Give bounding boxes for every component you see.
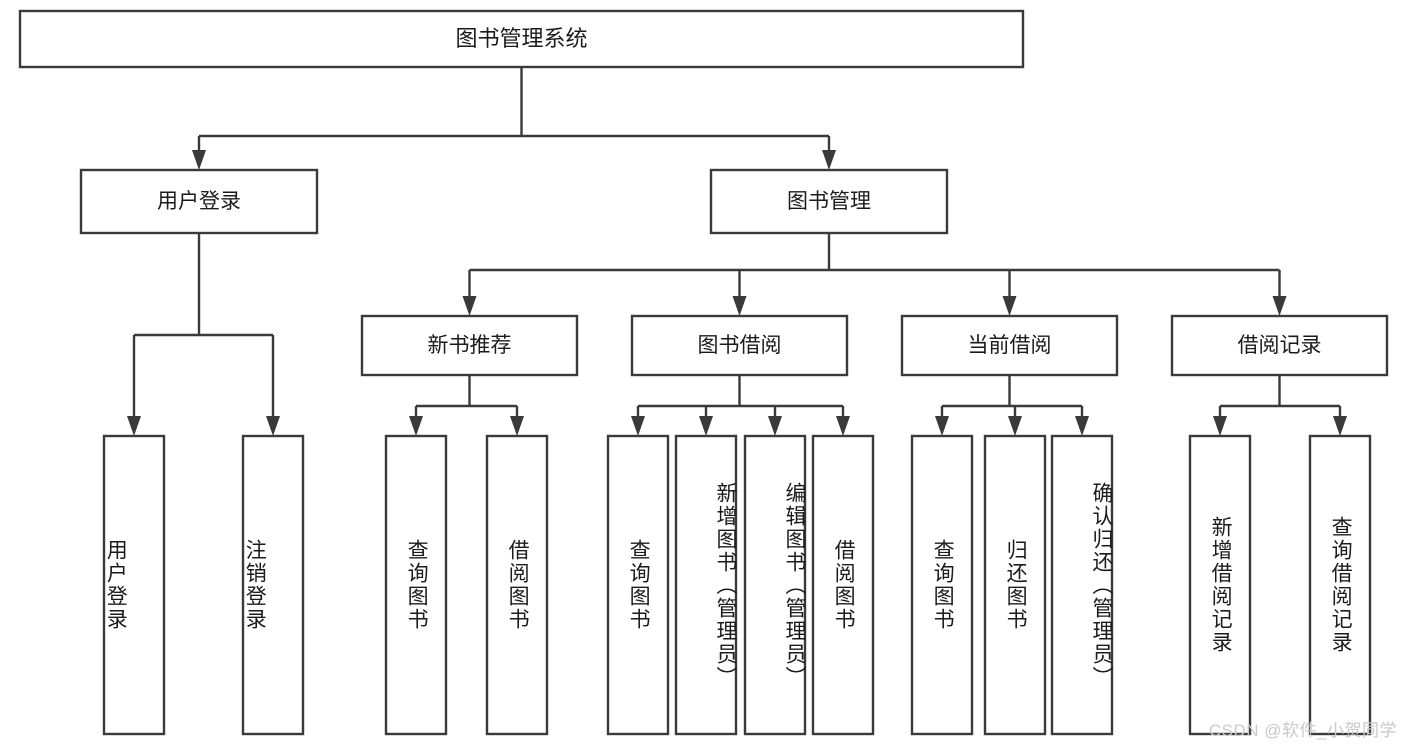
edge-new-book-arrow-0 [409, 416, 423, 436]
node-box-root [18, 9, 1025, 69]
edge-borrow-record-arrow-1 [1333, 416, 1347, 436]
node-label-root: 图书管理系统 [455, 26, 587, 51]
edge-layer [127, 67, 1347, 436]
node-label-level3-1: 图书借阅 [698, 334, 782, 357]
arrow-level2-1-to-level3-1 [732, 296, 747, 316]
edge-book-borrow-arrow-0 [631, 416, 645, 436]
edge-current-borrow-arrow-0 [935, 416, 949, 436]
node-leaf-box-5 [674, 434, 738, 736]
edge-user-login-arrow-1 [266, 416, 280, 436]
node-box-level3-3 [1170, 314, 1389, 377]
node-leaf-box-0 [102, 434, 166, 736]
node-leaf-box-9 [983, 434, 1047, 736]
node-leaf-box-8 [910, 434, 974, 736]
edge-borrow-record-arrow-0 [1213, 416, 1227, 436]
node-leaf-box-7 [811, 434, 875, 736]
node-label-level2-1: 图书管理 [787, 190, 871, 213]
node-box-level3-0 [360, 314, 579, 377]
edge-book-borrow-arrow-1 [699, 416, 713, 436]
arrow-root-to-level2-1 [822, 150, 836, 170]
edge-book-borrow-arrow-2 [768, 416, 782, 436]
edge-book-borrow-arrow-3 [836, 416, 850, 436]
node-leaf-box-6 [743, 434, 807, 736]
edge-new-book-arrow-1 [510, 416, 524, 436]
node-box-level3-1 [630, 314, 849, 377]
edge-user-login-arrow-0 [127, 416, 141, 436]
node-leaf-box-1 [241, 434, 305, 736]
watermark: CSDN @软件_小贺同学 [1208, 721, 1397, 740]
box-layer [18, 9, 1389, 736]
node-leaf-box-12 [1308, 434, 1372, 736]
edge-current-borrow-arrow-1 [1008, 416, 1022, 436]
arrow-level2-1-to-level3-0 [462, 296, 477, 316]
node-label-level3-0: 新书推荐 [428, 334, 512, 357]
node-label-level2-0: 用户登录 [157, 190, 241, 213]
node-leaf-box-11 [1188, 434, 1252, 736]
node-leaf-box-10 [1050, 434, 1114, 736]
node-leaf-box-2 [384, 434, 448, 736]
node-label-level3-3: 借阅记录 [1238, 334, 1322, 357]
node-box-level2-1 [709, 168, 949, 235]
node-leaf-box-4 [606, 434, 670, 736]
node-box-level3-2 [900, 314, 1119, 377]
edge-current-borrow-arrow-2 [1075, 416, 1089, 436]
node-label-level3-2: 当前借阅 [968, 334, 1052, 357]
arrow-level2-1-to-level3-2 [1002, 296, 1017, 316]
node-leaf-box-3 [485, 434, 549, 736]
node-box-level2-0 [79, 168, 319, 235]
arrow-root-to-level2-0 [192, 150, 206, 170]
arrow-level2-1-to-level3-3 [1272, 296, 1287, 316]
